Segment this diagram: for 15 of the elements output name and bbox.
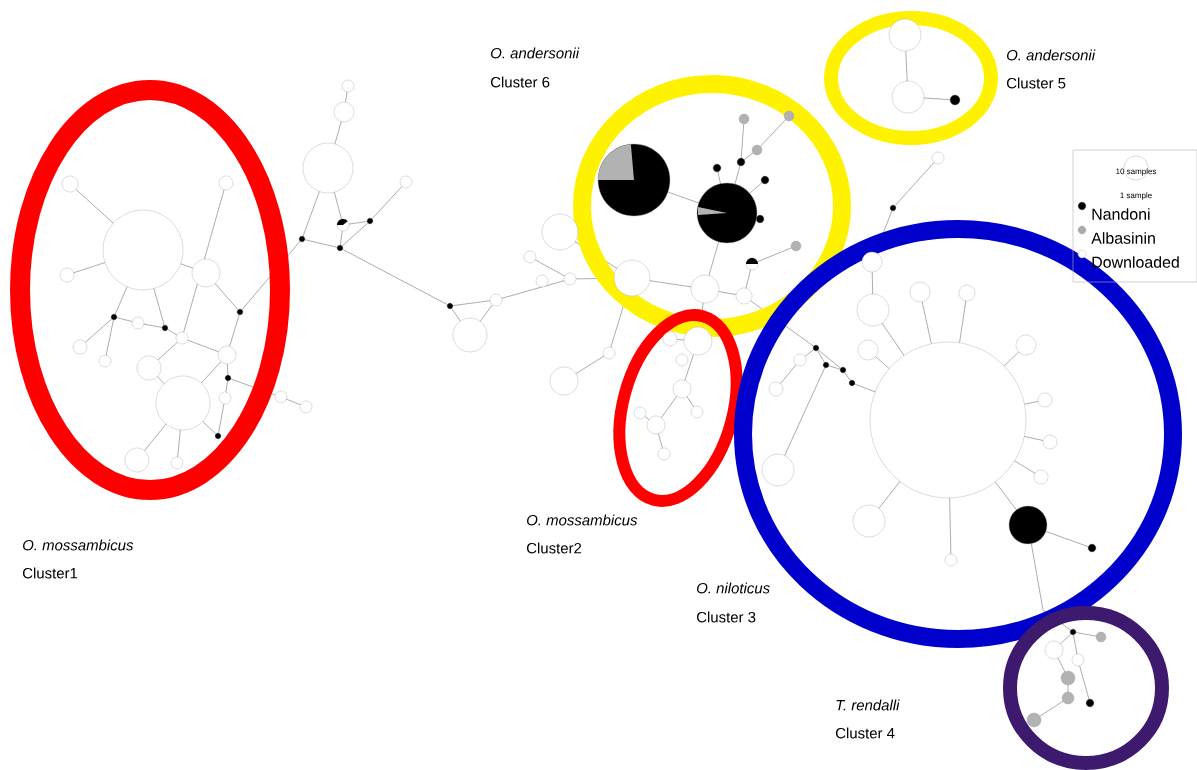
cluster-label: Cluster 4 <box>835 727 895 739</box>
species-name: O. mossambicus <box>23 539 134 551</box>
species-name: O. mossambicus <box>527 514 638 526</box>
species-name: O. andersonii <box>491 47 580 59</box>
species-name: T. rendalli <box>836 699 900 711</box>
legend-label: Nandoni <box>1092 208 1150 220</box>
legend-label: Downloaded <box>1092 256 1179 268</box>
legend-label: Albasinin <box>1091 232 1155 244</box>
cluster-label: Cluster 5 <box>1006 77 1066 89</box>
cluster-label: Cluster 3 <box>696 611 756 623</box>
cluster-label: Cluster1 <box>22 567 78 579</box>
cluster-label: Cluster 6 <box>490 76 550 88</box>
species-name: O. andersonii <box>1007 49 1096 61</box>
cluster-label: Cluster2 <box>526 542 582 554</box>
species-name: O. niloticus <box>697 582 770 594</box>
